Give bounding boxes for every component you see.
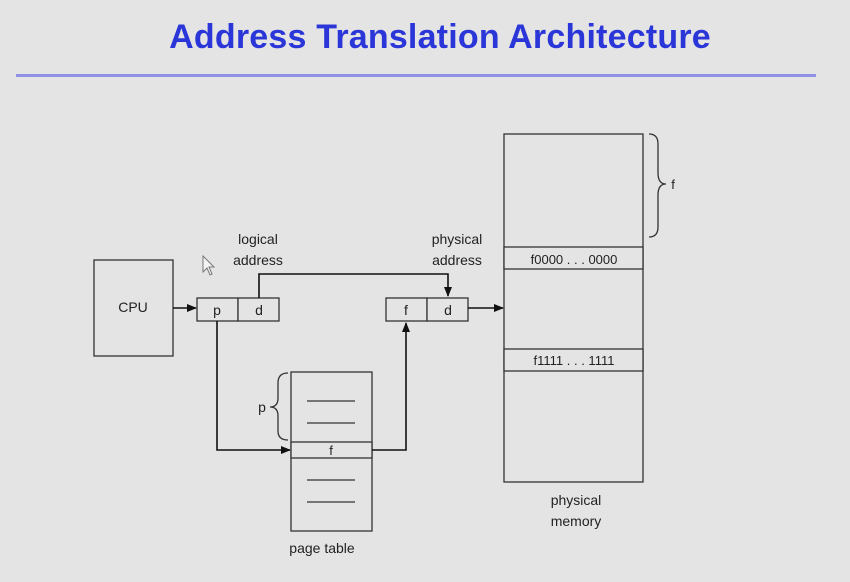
page-table-label: page table [289, 540, 355, 556]
frame-number-arrow [372, 322, 410, 451]
physical-d-text: d [444, 302, 452, 318]
memory-label-line1: physical [551, 492, 602, 508]
frame-end-row [503, 348, 644, 372]
frame-brace [648, 133, 667, 238]
logical-address-label-line1: logical [238, 231, 278, 247]
frame-end-text: f1111 . . . 1111 [534, 353, 615, 368]
physical-memory [503, 133, 644, 483]
slide-title: Address Translation Architecture [169, 18, 711, 56]
cpu-label: CPU [118, 299, 148, 315]
frame-start-text: f0000 . . . 0000 [531, 252, 618, 267]
page-table-p-label: p [258, 399, 266, 415]
physical-address-label-line2: address [432, 252, 482, 268]
memory-label-line2: memory [551, 513, 602, 529]
logical-p-text: p [213, 302, 221, 318]
frame-brace-label: f [671, 177, 675, 192]
frame-start-row [503, 246, 644, 270]
physical-d-cell [426, 297, 469, 322]
physical-address-label-line1: physical [432, 231, 483, 247]
title-underline [16, 74, 816, 77]
cpu-box [93, 259, 174, 357]
logical-address-label-line2: address [233, 252, 283, 268]
page-table-brace [269, 372, 289, 441]
page-table-f-text: f [329, 443, 333, 458]
page-number-to-table-arrow [216, 321, 291, 454]
physical-f-text: f [404, 302, 408, 318]
mouse-cursor-icon [202, 254, 216, 276]
offset-copy-arrow [258, 273, 452, 298]
logical-d-text: d [255, 302, 263, 318]
